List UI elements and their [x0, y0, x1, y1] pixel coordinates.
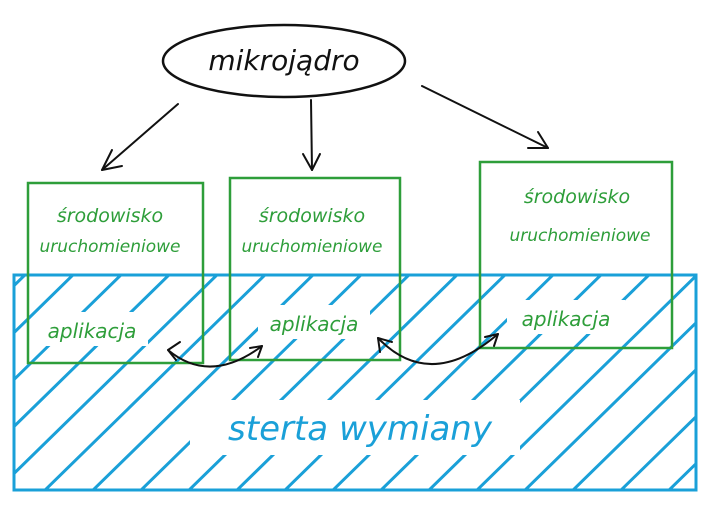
environment-label-line1: środowisko — [524, 186, 630, 208]
ipc-arrow-app1-app2 — [167, 341, 263, 368]
arrow-to-environment-3 — [421, 85, 549, 149]
heap-hatch-line — [14, 275, 172, 429]
kernel-label: mikrojądro — [208, 44, 359, 77]
environment-label-line1: środowisko — [57, 205, 163, 227]
heap-hatch-line — [234, 275, 460, 490]
heap-label: sterta wymiany — [228, 409, 493, 449]
ipc-arrows — [167, 333, 499, 368]
environment-label-line2: uruchomieniowe — [241, 237, 382, 257]
arrow-to-environment-1 — [101, 103, 179, 171]
heap-hatch-line — [282, 275, 508, 490]
environment-box-2: środowisko uruchomieniowe aplikacja — [228, 176, 402, 362]
environment-label-line1: środowisko — [259, 205, 365, 227]
heap-hatch-line — [522, 320, 696, 490]
arrow-to-environment-2 — [302, 99, 321, 171]
heap-hatch-line — [186, 275, 412, 490]
heap-hatch-line — [618, 414, 696, 490]
application-label: aplikacja — [522, 307, 611, 331]
heap-hatch-line — [42, 275, 268, 490]
environment-box-3: środowisko uruchomieniowe aplikacja — [478, 160, 674, 350]
environment-box-1: środowisko uruchomieniowe aplikacja — [26, 181, 205, 365]
heap-hatch-line — [14, 275, 76, 335]
heap-border — [12, 273, 698, 492]
heap-hatch-line — [570, 367, 696, 490]
application-label: aplikacja — [48, 319, 137, 343]
ipc-arrow-app2-app3 — [377, 333, 499, 365]
application-label: aplikacja — [270, 312, 359, 336]
environment-label-line2: uruchomieniowe — [39, 237, 180, 257]
heap-hatch-line — [474, 275, 696, 490]
heap-hatch-line — [138, 275, 364, 490]
environment-label-line2: uruchomieniowe — [509, 226, 650, 246]
kernel-arrows — [101, 85, 549, 171]
kernel-node: mikrojądro — [161, 23, 407, 99]
heap-hatch-line — [14, 275, 124, 382]
heap-hatch-line — [14, 275, 220, 476]
